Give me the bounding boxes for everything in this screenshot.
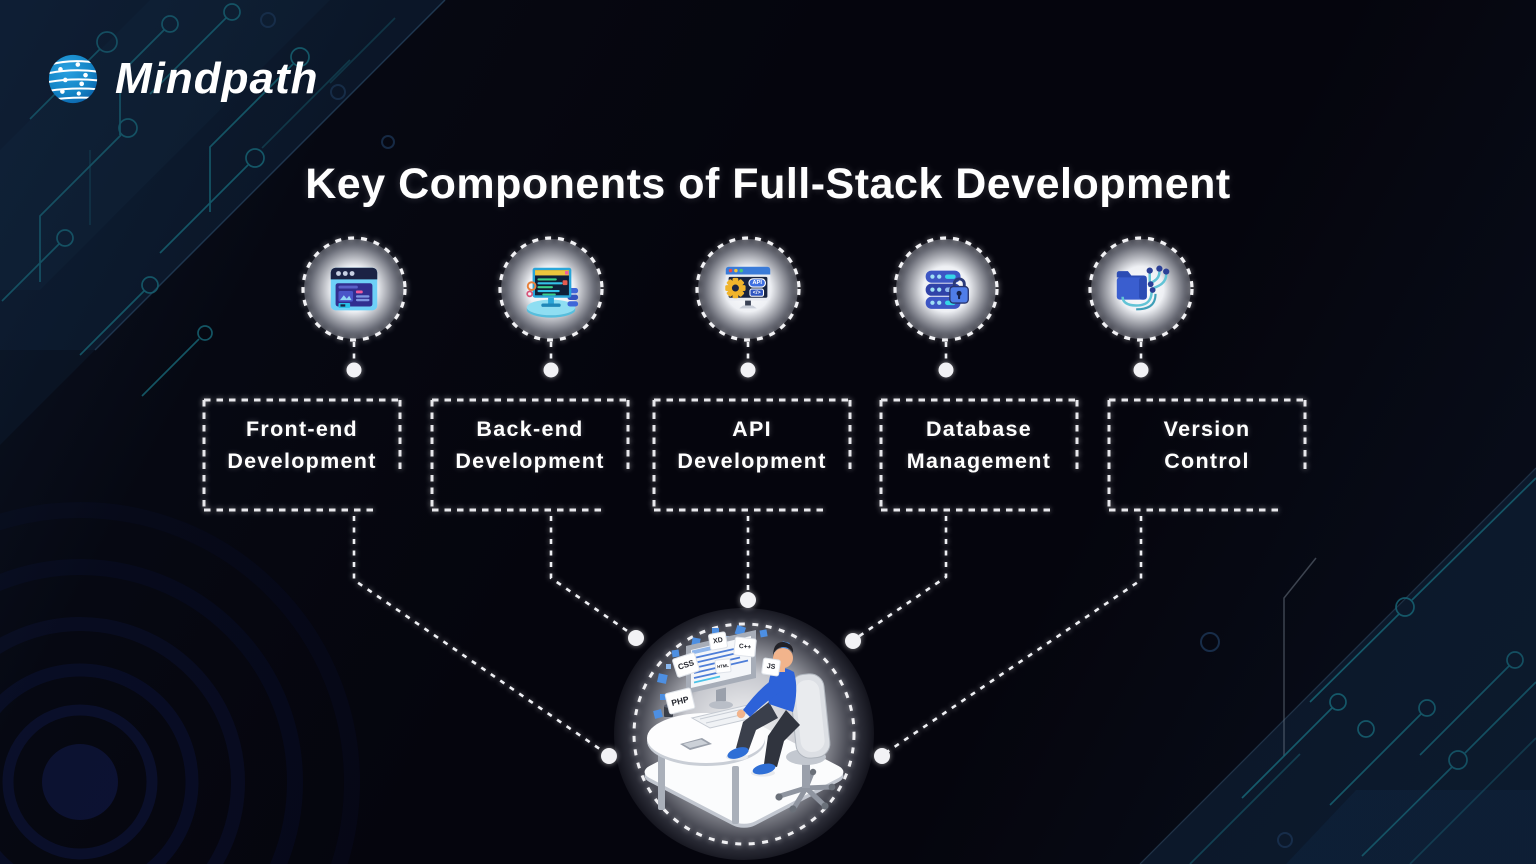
api-badge-text: API <box>752 280 762 286</box>
component-label: Back-end Development <box>455 417 605 473</box>
svg-text:JS: JS <box>766 663 776 671</box>
component-label: Front-end Development <box>227 417 377 473</box>
tag-php: PHP <box>664 687 696 715</box>
component-box-front-end: Front-end Development <box>202 398 402 512</box>
connector-database <box>854 516 948 641</box>
page-title: Key Components of Full-Stack Development <box>305 160 1231 208</box>
api-monitor-gear-icon: API </> <box>725 266 771 309</box>
component-box-database: Database Management <box>879 398 1079 512</box>
svg-text:C++: C++ <box>739 643 752 651</box>
connector-backend <box>549 516 634 637</box>
component-label: Database Management <box>906 417 1052 473</box>
gear-glyph <box>725 277 746 299</box>
tag-js: JS <box>761 657 781 677</box>
component-circle-database <box>891 234 1001 344</box>
component-box-version-control: Version Control <box>1107 398 1307 512</box>
developer-illustration: CSS XD C++ HTML JS PHP <box>644 624 844 828</box>
component-circle-front-end <box>299 234 409 344</box>
component-box-back-end: Back-end Development <box>430 398 630 512</box>
code-monitor-icon <box>526 267 579 318</box>
component-circle-version-control <box>1086 234 1196 344</box>
tag-html: HTML <box>714 658 732 674</box>
globe-circuit-icon <box>48 54 98 104</box>
component-circle-back-end <box>496 234 606 344</box>
tag-cpp: C++ <box>733 636 757 658</box>
connector-versioncontrol <box>883 516 1143 756</box>
tag-xd: XD <box>708 631 728 651</box>
mindpath-logo: Mindpath <box>46 52 319 106</box>
component-box-api: API Development <box>652 398 852 512</box>
code-badge-text: </> <box>753 290 761 296</box>
component-label: Version Control <box>1163 417 1251 473</box>
component-label: API Development <box>677 417 827 473</box>
component-circle-api: API </> <box>693 234 803 344</box>
browser-window-icon <box>330 267 378 311</box>
connector-frontend <box>352 516 608 756</box>
folder-git-branch-icon <box>1116 265 1170 311</box>
database-lock-icon <box>925 270 969 309</box>
logo-wordmark: Mindpath <box>115 54 319 103</box>
